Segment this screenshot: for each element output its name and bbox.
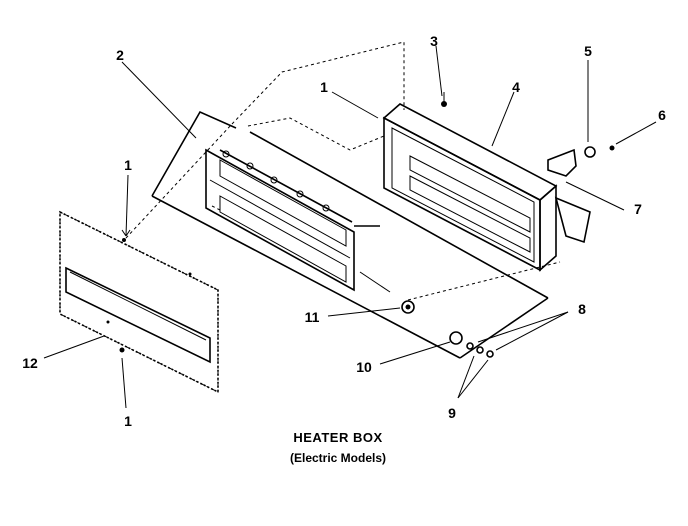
heating-element-assembly [205, 148, 391, 293]
callout-5: 5 [584, 43, 592, 59]
diagram-caption: HEATER BOX (Electric Models) [290, 430, 386, 465]
callout-1-bottom: 1 [124, 413, 132, 429]
callout-3: 3 [430, 33, 438, 49]
callout-12: 12 [22, 355, 38, 371]
callout-1-right: 1 [320, 79, 328, 95]
callout-2: 2 [116, 47, 124, 63]
thermostat-bracket [547, 145, 615, 177]
caption-title: HEATER BOX [293, 430, 382, 445]
callout-8: 8 [578, 301, 586, 317]
front-cover-panel [59, 210, 219, 394]
fittings [401, 300, 494, 358]
callout-4: 4 [512, 79, 520, 95]
callout-10: 10 [356, 359, 372, 375]
callout-11: 11 [305, 309, 320, 325]
leader-lines [43, 45, 657, 409]
callout-1-top: 1 [124, 157, 132, 173]
caption-subtitle: (Electric Models) [290, 451, 386, 465]
callout-6: 6 [658, 107, 666, 123]
callout-labels: 1 2 1 3 4 5 6 7 8 9 10 11 12 1 [22, 33, 666, 429]
gasket-plate [151, 110, 549, 359]
guide-lines [125, 41, 561, 301]
heater-box [382, 92, 591, 272]
callout-7: 7 [634, 201, 642, 217]
callout-9: 9 [448, 405, 456, 421]
